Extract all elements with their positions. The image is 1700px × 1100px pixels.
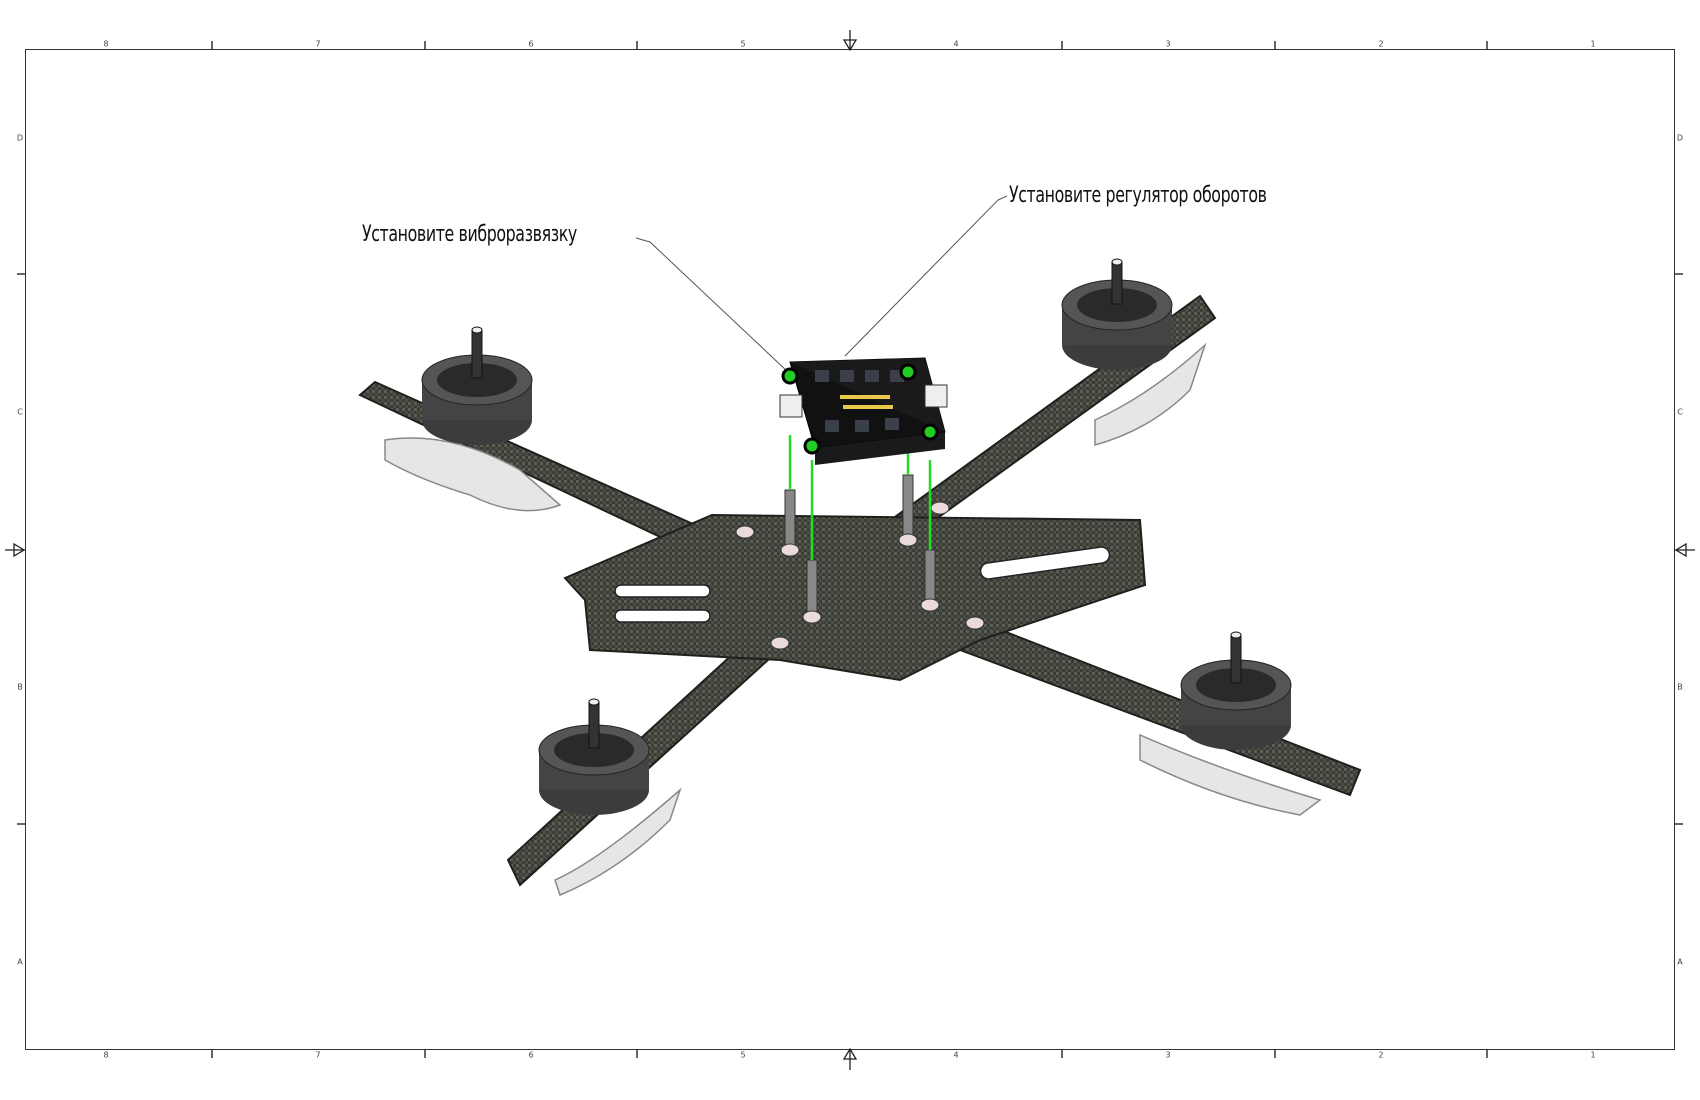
callout-esc: Установите регулятор оборотов [1009, 183, 1267, 208]
zone-row-left: A [17, 957, 23, 967]
motors [421, 258, 1292, 815]
zone-col-top: 3 [1165, 39, 1171, 49]
zone-row-left: C [17, 407, 23, 417]
zone-ticks [17, 41, 1683, 1058]
zone-row-left: D [16, 133, 24, 143]
zone-col-bottom: 4 [953, 1050, 959, 1060]
zone-row-left: B [17, 682, 23, 692]
motor-rear-left [538, 698, 650, 815]
zone-row-right: C [1677, 407, 1683, 417]
zone-row-right: A [1677, 957, 1683, 967]
zone-col-bottom: 2 [1378, 1050, 1384, 1060]
zone-col-bottom: 1 [1590, 1050, 1596, 1060]
centering-arrows [5, 30, 1695, 1070]
callout-damper: Установите виброразвязку [362, 222, 577, 247]
zone-row-right: D [1676, 133, 1684, 143]
zone-row-right: B [1677, 682, 1683, 692]
zone-col-bottom: 3 [1165, 1050, 1171, 1060]
zone-col-top: 8 [103, 39, 109, 49]
zone-col-bottom: 7 [315, 1050, 321, 1060]
zone-col-top: 1 [1590, 39, 1596, 49]
zone-col-top: 6 [528, 39, 534, 49]
zone-col-bottom: 8 [103, 1050, 109, 1060]
leader-lines [635, 195, 1008, 373]
esc-board [779, 357, 948, 465]
main-plate [563, 513, 1147, 682]
drone-frame [358, 258, 1362, 897]
zone-col-top: 7 [315, 39, 321, 49]
zone-col-top: 5 [740, 39, 746, 49]
motor-front-left [421, 326, 533, 445]
zone-col-top: 4 [953, 39, 959, 49]
zone-col-bottom: 5 [740, 1050, 746, 1060]
zone-col-bottom: 6 [528, 1050, 534, 1060]
motor-rear-right [1180, 631, 1292, 750]
motor-front-right [1061, 258, 1173, 370]
zone-col-top: 2 [1378, 39, 1384, 49]
soft-mounts [384, 342, 1322, 897]
